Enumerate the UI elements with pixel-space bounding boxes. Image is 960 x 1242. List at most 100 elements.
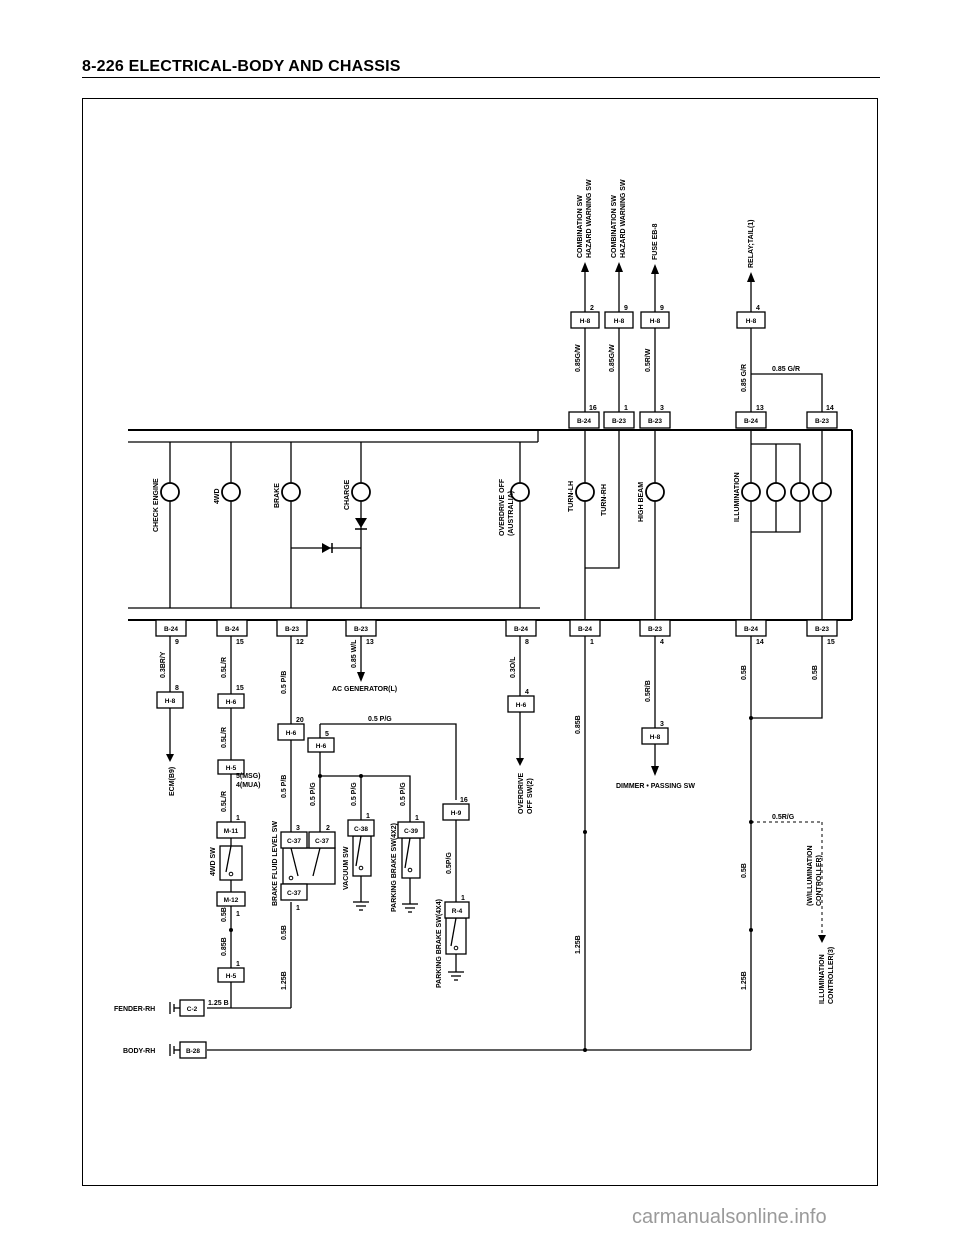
- svg-text:0.5B: 0.5B: [812, 665, 819, 680]
- connector: H-8: [736, 311, 766, 329]
- svg-text:B-23: B-23: [815, 626, 829, 633]
- svg-text:B-24: B-24: [514, 626, 528, 633]
- svg-text:14: 14: [756, 639, 764, 646]
- connector: M-12: [216, 891, 246, 907]
- connector: H-6: [217, 693, 245, 709]
- svg-text:B-23: B-23: [648, 626, 662, 633]
- svg-text:H-8: H-8: [746, 318, 757, 325]
- svg-text:0.5 P/G: 0.5 P/G: [368, 716, 392, 723]
- svg-text:COMBINATION SW: COMBINATION SW: [611, 195, 618, 258]
- svg-text:CHARGE: CHARGE: [344, 479, 351, 510]
- svg-text:DIMMER • PASSING SW: DIMMER • PASSING SW: [616, 783, 695, 790]
- svg-text:B-24: B-24: [744, 626, 758, 633]
- svg-text:1.25B: 1.25B: [741, 971, 748, 990]
- page-title: 8-226 ELECTRICAL-BODY AND CHASSIS: [82, 58, 401, 75]
- connector: C-37: [280, 831, 308, 849]
- svg-text:AC GENERATOR(L): AC GENERATOR(L): [332, 686, 397, 693]
- svg-text:FUSE EB-8: FUSE EB-8: [652, 223, 659, 260]
- component-labels: AC GENERATOR(L) ECM(B9) OVERDRIVE OFF SW…: [114, 686, 835, 1055]
- diagram-frame: [82, 98, 878, 1186]
- wire-labels: 0.85G/W 0.85G/W 0.5R/W 0.85 G/R 0.85 G/R…: [160, 344, 819, 1007]
- svg-text:CONTROLLER): CONTROLLER): [816, 855, 823, 906]
- svg-text:OFF SW(2): OFF SW(2): [527, 778, 534, 814]
- connector: H-9: [442, 803, 470, 821]
- svg-text:ECM(B9): ECM(B9): [169, 767, 176, 796]
- svg-text:C-39: C-39: [404, 828, 418, 835]
- connector: H-6: [307, 737, 335, 753]
- connector: B-23: [806, 411, 838, 429]
- pin-numbers: 2 9 9 4 16 1 3 13 14 9 15 12 13 8 1 4 14…: [175, 305, 835, 968]
- svg-text:TURN-RH: TURN-RH: [601, 484, 608, 516]
- svg-text:0.5L/R: 0.5L/R: [221, 791, 228, 812]
- svg-text:0.5 P/B: 0.5 P/B: [281, 671, 288, 694]
- svg-text:4WD SW: 4WD SW: [210, 847, 217, 876]
- svg-text:4: 4: [756, 305, 760, 312]
- svg-text:0.5B: 0.5B: [221, 907, 228, 922]
- svg-text:9: 9: [660, 305, 664, 312]
- svg-text:0.5P/G: 0.5P/G: [446, 852, 453, 874]
- svg-text:B-23: B-23: [285, 626, 299, 633]
- svg-text:0.85B: 0.85B: [575, 715, 582, 734]
- svg-text:14: 14: [826, 405, 834, 412]
- svg-text:HAZARD WARNING SW: HAZARD WARNING SW: [620, 179, 627, 258]
- lamp-charge-icon: [351, 482, 371, 502]
- svg-text:4: 4: [525, 689, 529, 696]
- svg-text:1: 1: [296, 905, 300, 912]
- svg-text:H-8: H-8: [165, 698, 176, 705]
- svg-text:0.5R/W: 0.5R/W: [645, 348, 652, 372]
- svg-text:H-8: H-8: [580, 318, 591, 325]
- lamp-4wd-icon: [221, 482, 241, 502]
- cluster-box: [128, 429, 853, 621]
- svg-text:HIGH BEAM: HIGH BEAM: [638, 482, 645, 522]
- svg-text:0.5 P/G: 0.5 P/G: [400, 782, 407, 806]
- svg-text:C-37: C-37: [287, 838, 301, 845]
- svg-text:H-9: H-9: [451, 810, 462, 817]
- svg-text:H-6: H-6: [516, 702, 527, 709]
- svg-text:H-5: H-5: [226, 973, 237, 980]
- svg-text:COMBINATION SW: COMBINATION SW: [577, 195, 584, 258]
- lamp-illumination-icon: [812, 482, 832, 502]
- svg-text:0.85G/W: 0.85G/W: [575, 344, 582, 372]
- connector: C-2: [179, 999, 205, 1017]
- svg-text:0.5R/G: 0.5R/G: [772, 814, 795, 821]
- connector: B-24: [155, 619, 187, 637]
- svg-text:H-6: H-6: [316, 743, 327, 750]
- svg-text:1: 1: [236, 815, 240, 822]
- svg-text:0.3BR/Y: 0.3BR/Y: [160, 651, 167, 678]
- svg-text:8: 8: [525, 639, 529, 646]
- svg-text:B-23: B-23: [612, 418, 626, 425]
- lamp-illumination-icon: [790, 482, 810, 502]
- svg-text:M-11: M-11: [224, 828, 239, 835]
- svg-text:1.25 B: 1.25 B: [208, 1000, 229, 1007]
- lamp-labels: CHECK ENGINE 4WD BRAKE CHARGE OVERDRIVE …: [153, 472, 741, 536]
- svg-text:16: 16: [589, 405, 597, 412]
- svg-text:15: 15: [236, 685, 244, 692]
- connector: H-8: [640, 311, 670, 329]
- connector: B-23: [639, 411, 671, 429]
- svg-text:H-8: H-8: [650, 318, 661, 325]
- connector: C-38: [347, 819, 375, 837]
- connector: B-24: [568, 411, 600, 429]
- svg-text:R-4: R-4: [452, 908, 463, 915]
- connector: B-23: [276, 619, 308, 637]
- svg-text:3: 3: [660, 405, 664, 412]
- svg-text:OVERDRIVE: OVERDRIVE: [518, 772, 525, 814]
- svg-text:16: 16: [460, 797, 468, 804]
- svg-text:B-24: B-24: [744, 418, 758, 425]
- top-wires: [584, 270, 823, 412]
- svg-text:1.25B: 1.25B: [575, 935, 582, 954]
- svg-text:1.25B: 1.25B: [281, 971, 288, 990]
- connector: C-37: [308, 831, 336, 849]
- connector: H-8: [156, 691, 184, 709]
- svg-text:ILLUMINATION: ILLUMINATION: [819, 954, 826, 1004]
- svg-text:1: 1: [461, 895, 465, 902]
- connector: H-6: [507, 695, 535, 713]
- svg-text:H-8: H-8: [614, 318, 625, 325]
- lamp-illumination-icon: [741, 482, 761, 502]
- svg-text:B-28: B-28: [186, 1048, 200, 1055]
- svg-text:BRAKE FLUID LEVEL SW: BRAKE FLUID LEVEL SW: [272, 821, 279, 906]
- svg-text:B-24: B-24: [578, 626, 592, 633]
- title-rule: [82, 77, 880, 78]
- svg-text:1: 1: [415, 815, 419, 822]
